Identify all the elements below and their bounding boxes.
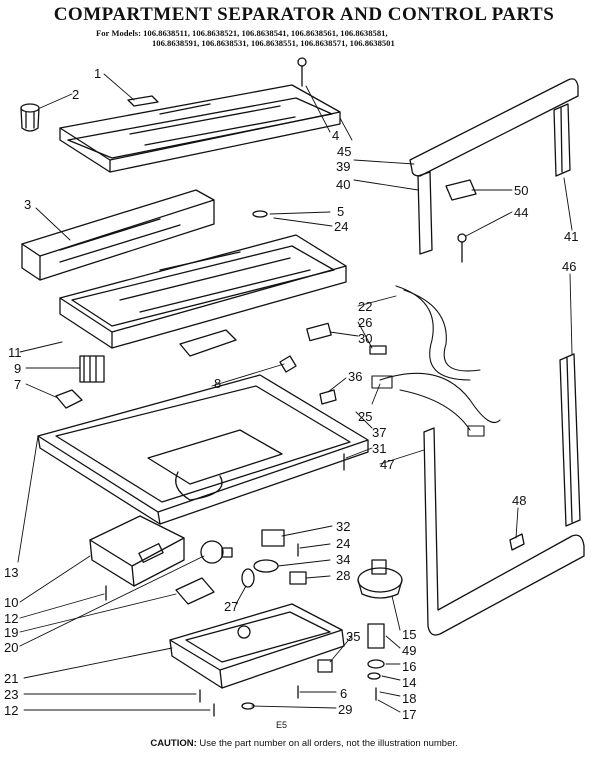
- callout-49: 49: [402, 643, 417, 658]
- caution-note: CAUTION: Use the part number on all orde…: [0, 738, 608, 749]
- callout-11: 11: [8, 345, 22, 360]
- bottom-frame-part: [37, 374, 369, 525]
- middle-tray-part: [59, 234, 347, 357]
- callout-27: 27: [224, 599, 239, 614]
- wiring-harness-part: [371, 285, 501, 437]
- model-list: For Models: 106.8638511, 106.8638521, 10…: [96, 28, 596, 48]
- callout-23: 23: [4, 687, 19, 702]
- connector-26-part: [369, 345, 387, 355]
- screw-5-part: [252, 210, 268, 218]
- top-bracket-part: [409, 78, 579, 177]
- right-channel-part: [553, 103, 571, 177]
- small-parts-stack: [367, 623, 385, 680]
- callout-1: 1: [94, 66, 102, 81]
- callout-35: 35: [346, 629, 361, 644]
- callout-18: 18: [402, 691, 417, 706]
- models-prefix: For Models:: [96, 28, 141, 38]
- clip-50-part: [445, 179, 477, 201]
- callout-6: 6: [340, 686, 348, 701]
- clip-8-part: [279, 355, 297, 373]
- callout-37: 37: [372, 425, 387, 440]
- callout-36: 36: [348, 369, 363, 384]
- callout-9: 9: [14, 361, 22, 376]
- thermostat-assembly-part: [253, 529, 307, 585]
- callout-21: 21: [4, 671, 19, 686]
- leader-lines: [17, 73, 573, 713]
- top-cover-part: [59, 84, 341, 173]
- document-id: E5: [276, 720, 288, 730]
- control-module-part: [89, 515, 185, 587]
- callout-40: 40: [336, 177, 351, 192]
- switch-block-part: [79, 355, 105, 383]
- callout-20: 20: [4, 640, 19, 655]
- callout-24-upper: 24: [334, 219, 349, 234]
- callout-12-upper: 12: [4, 611, 19, 626]
- callout-48: 48: [512, 493, 527, 508]
- lower-housing-part: [169, 603, 345, 689]
- callout-44: 44: [514, 205, 529, 220]
- callout-34: 34: [336, 552, 351, 567]
- callout-4: 4: [332, 128, 340, 143]
- callout-46: 46: [562, 259, 577, 274]
- callout-45: 45: [337, 144, 352, 159]
- long-channel-part: [559, 353, 581, 527]
- lamp-bulb-part: [200, 540, 233, 564]
- knob-part: [20, 103, 40, 132]
- models-line-1: 106.8638511, 106.8638521, 106.8638541, 1…: [143, 28, 388, 38]
- callout-19: 19: [4, 625, 19, 640]
- callout-26: 26: [358, 315, 373, 330]
- channel-strip-part: [21, 189, 215, 281]
- callout-10: 10: [4, 595, 19, 610]
- connector-30-part: [306, 322, 332, 342]
- caution-label: CAUTION:: [150, 738, 197, 749]
- callout-29: 29: [338, 702, 353, 717]
- screw-4-part: [297, 57, 307, 87]
- callout-14: 14: [402, 675, 417, 690]
- small-block-part: [317, 659, 333, 673]
- callout-32: 32: [336, 519, 351, 534]
- pin-48-part: [509, 533, 525, 551]
- callout-16: 16: [402, 659, 417, 674]
- damper-control-part: [357, 559, 403, 599]
- screws-bottom-part: [105, 453, 377, 717]
- callout-30: 30: [358, 331, 373, 346]
- callout-3: 3: [24, 197, 32, 212]
- callout-17: 17: [402, 707, 417, 722]
- callout-2: 2: [72, 87, 80, 102]
- callout-24-lower: 24: [336, 536, 351, 551]
- callout-8: 8: [214, 376, 222, 391]
- page-title: Compartment Separator and Control Parts: [53, 4, 555, 25]
- callout-7: 7: [14, 377, 22, 392]
- callout-41: 41: [564, 229, 579, 244]
- callout-25: 25: [358, 409, 373, 424]
- callout-5: 5: [337, 204, 345, 219]
- model-line-2: 106.8638591, 106.8638531, 106.8638551, 1…: [152, 38, 395, 48]
- callout-31: 31: [372, 441, 387, 456]
- model-line-1: For Models: 106.8638511, 106.8638521, 10…: [96, 28, 596, 38]
- screw-44-part: [457, 233, 467, 263]
- vertical-strip-part: [417, 171, 433, 255]
- callout-15: 15: [402, 627, 417, 642]
- callout-50: 50: [514, 183, 529, 198]
- callout-22: 22: [358, 299, 373, 314]
- bottom-channel-part: [423, 427, 585, 636]
- callout-28: 28: [336, 568, 351, 583]
- callout-12-lower: 12: [4, 703, 19, 718]
- lamp-socket-part: [175, 577, 215, 605]
- bracket-part: [55, 389, 83, 409]
- clip-part: [241, 568, 255, 588]
- callout-39: 39: [336, 159, 351, 174]
- callout-47: 47: [380, 457, 395, 472]
- callout-13: 13: [4, 565, 19, 580]
- caution-text: Use the part number on all orders, not t…: [199, 738, 458, 749]
